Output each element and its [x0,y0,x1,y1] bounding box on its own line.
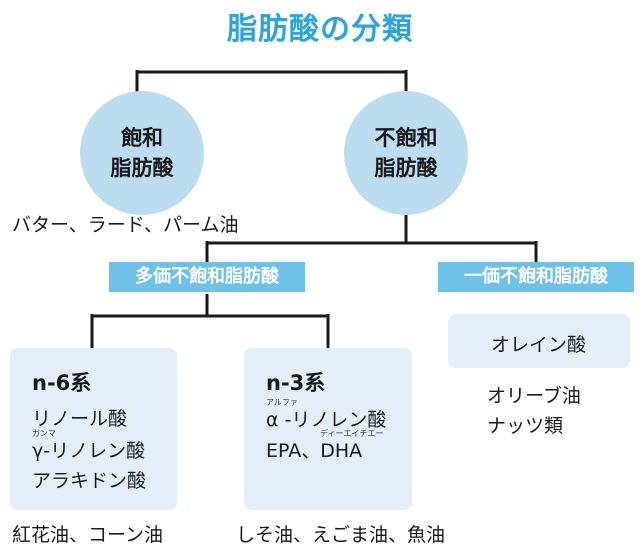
unsaturated-label-line1: 不飽和 [374,126,438,150]
n3-ruby-alpha: アルファ [266,398,298,407]
n3-card [244,348,412,510]
page-title: 脂肪酸の分類 [227,12,413,47]
n6-ruby-gamma: ガンマ [32,429,56,438]
mono-example-nuts: ナッツ類 [487,415,564,437]
n3-item-alpha-linolenic: α -リノレン酸 [266,409,387,431]
n6-examples: 紅花油、コーン油 [12,524,164,546]
n3-item-epa-dha: EPA、DHA [266,440,363,462]
unsaturated-label-line2: 脂肪酸 [374,156,438,180]
n6-card [10,348,177,510]
n6-item-gamma-linolenic: γ-リノレン酸 [32,440,146,462]
saturated-fatty-acid-node: 飽和 脂肪酸 [80,91,204,215]
n3-ruby-dha: ディーエイチエー [320,429,384,438]
mono-item-oleic: オレイン酸 [491,334,587,356]
mono-example-olive-oil: オリーブ油 [487,385,581,407]
n6-item-arachidonic: アラキドン酸 [32,470,147,492]
n6-title: n-6系 [32,371,92,395]
poly-unsaturated-label: 多価不飽和脂肪酸 [109,262,305,292]
n3-examples: しそ油、えごま油、魚油 [236,524,446,546]
mono-unsaturated-label: 一価不飽和脂肪酸 [438,262,634,292]
saturated-examples: バター、ラード、パーム油 [12,214,239,236]
n3-title: n-3系 [266,371,326,395]
mono-card [448,314,630,368]
saturated-label-line2: 脂肪酸 [110,156,174,180]
unsaturated-fatty-acid-node: 不飽和 脂肪酸 [344,91,468,215]
n6-item-linoleic: リノール酸 [32,408,128,430]
saturated-label-line1: 飽和 [121,126,163,150]
